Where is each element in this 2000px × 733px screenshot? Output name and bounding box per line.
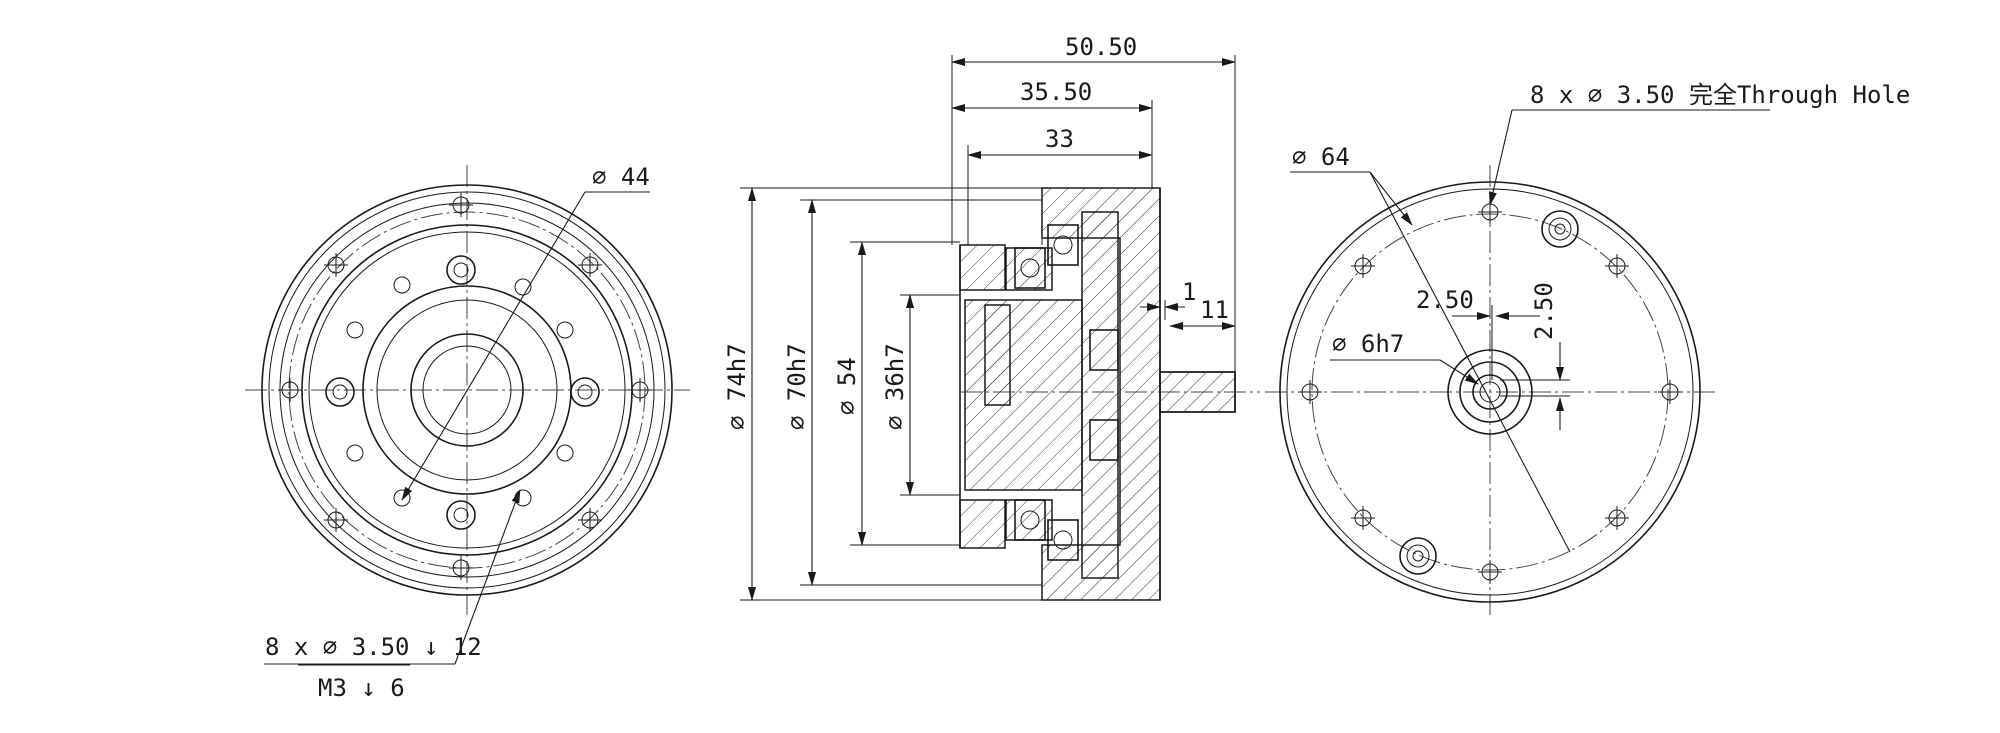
front-view-left: ∅ 44 8 x ∅ 3.50 ↓ 12 M3 ↓ 6: [245, 163, 690, 702]
bolt-left: [325, 377, 355, 407]
label-dia-74h7: ∅ 74h7: [723, 343, 751, 430]
screw-bottom-left: [1399, 537, 1437, 575]
label-dia-64: ∅ 64: [1292, 143, 1350, 171]
bearing-upper: [1014, 224, 1079, 289]
label-dim-35-50: 35.50: [1020, 78, 1092, 106]
screw-top-right: [1541, 210, 1579, 248]
rear-outer-rim: [1279, 181, 1701, 603]
label-dim-11: 11: [1200, 296, 1229, 324]
bearing-lower: [1014, 499, 1079, 561]
label-dia-36h7: ∅ 36h7: [881, 343, 909, 430]
label-hole-note: 8 x ∅ 3.50 ↓ 12: [265, 633, 482, 661]
label-dim-33: 33: [1045, 125, 1074, 153]
outer-rim: [261, 184, 673, 596]
label-dia-70h7: ∅ 70h7: [783, 343, 811, 430]
bolt-bottom: [446, 500, 476, 530]
label-dia-6h7: ∅ 6h7: [1332, 330, 1404, 358]
label-dia-44: ∅ 44: [592, 163, 650, 191]
label-through-hole: 8 x ∅ 3.50 完全Through Hole: [1530, 81, 1910, 109]
label-dim-50-50: 50.50: [1065, 33, 1137, 61]
rear-view-right: 8 x ∅ 3.50 完全Through Hole ∅ 64 ∅ 6h7 2.5…: [1265, 81, 1910, 615]
label-dim-2-50-v: 2.50: [1530, 282, 1558, 340]
bolt-right: [570, 377, 600, 407]
label-dim-2-50-h: 2.50: [1416, 286, 1474, 314]
section-view: 50.50 35.50 33 1 11 ∅ 74h7 ∅ 70h7 ∅ 54 ∅…: [723, 33, 1260, 601]
bolt-top: [446, 255, 476, 285]
label-thread-note: M3 ↓ 6: [318, 674, 405, 702]
label-dia-54: ∅ 54: [833, 357, 861, 415]
label-dim-1: 1: [1182, 278, 1196, 306]
